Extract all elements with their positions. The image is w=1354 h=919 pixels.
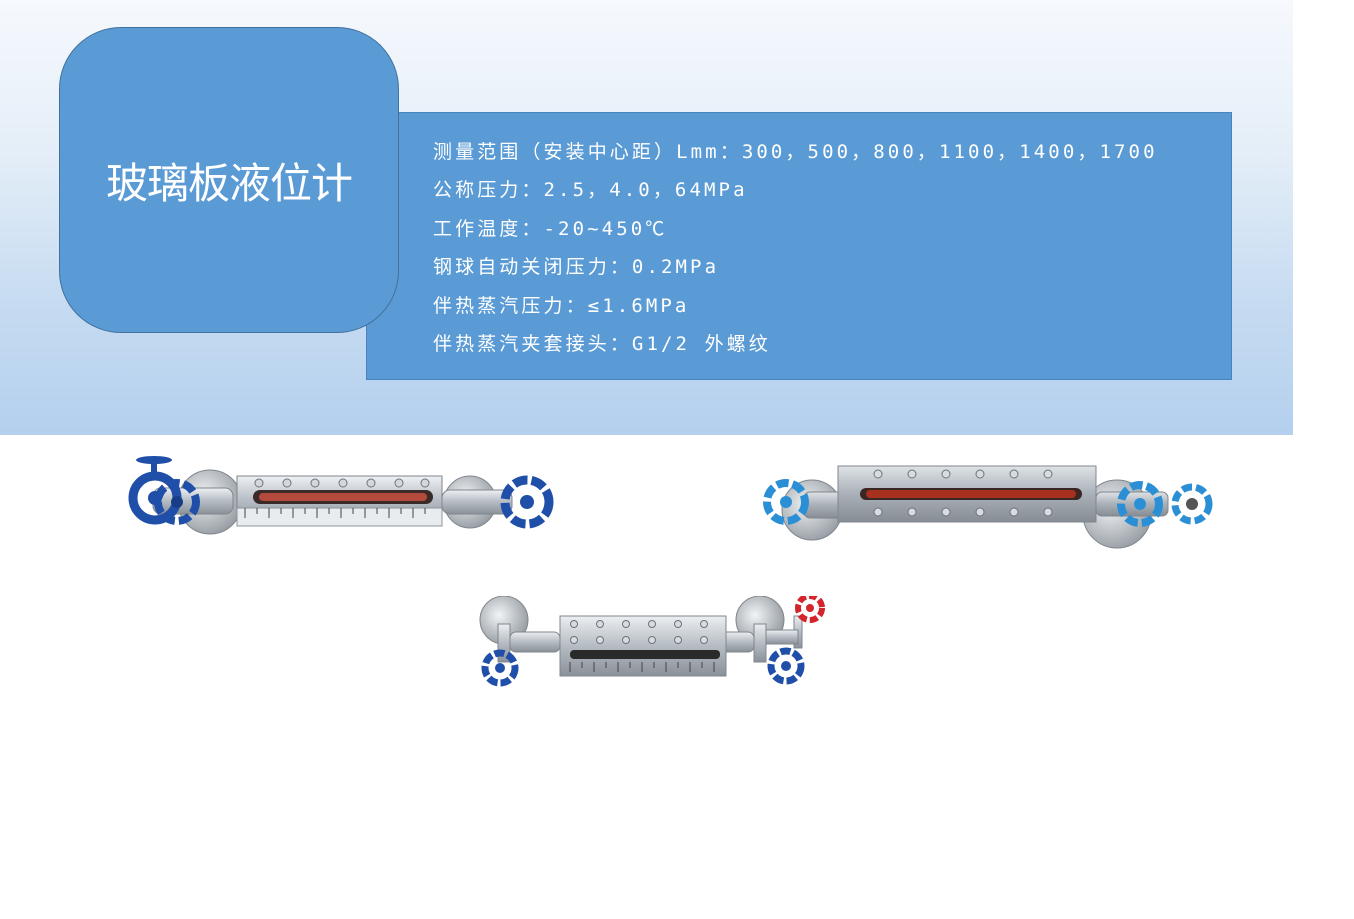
spec-list: 测量范围（安装中心距）Lmm：300，500，800，1100，1400，170…	[433, 133, 1158, 363]
spec-panel: 测量范围（安装中心距）Lmm：300，500，800，1100，1400，170…	[366, 112, 1232, 380]
product-image-3	[474, 596, 830, 688]
spec-working-temperature: 工作温度：-20~450℃	[433, 217, 668, 240]
spec-measurement-range: 测量范围（安装中心距）Lmm：300，500，800，1100，1400，170…	[433, 141, 1158, 163]
title-box: 玻璃板液位计	[59, 27, 399, 333]
page-title: 玻璃板液位计	[105, 158, 353, 208]
spec-ball-closing-pressure: 钢球自动关闭压力：0.2MPa	[433, 256, 720, 279]
spec-jacket-connector: 伴热蒸汽夹套接头：G1/2 外螺纹	[433, 332, 771, 355]
glass-plate-level-gauge-jacketed-light-blue	[763, 465, 1213, 549]
glass-plate-level-gauge-red-drain-valve	[479, 596, 825, 687]
product-image-1	[125, 450, 560, 540]
spec-steam-pressure: 伴热蒸汽压力：≤1.6MPa	[433, 294, 690, 317]
glass-plate-level-gauge-blue-valves	[128, 456, 554, 535]
product-image-2	[762, 462, 1214, 550]
spec-nominal-pressure: 公称压力：2.5，4.0，64MPa	[433, 179, 748, 202]
